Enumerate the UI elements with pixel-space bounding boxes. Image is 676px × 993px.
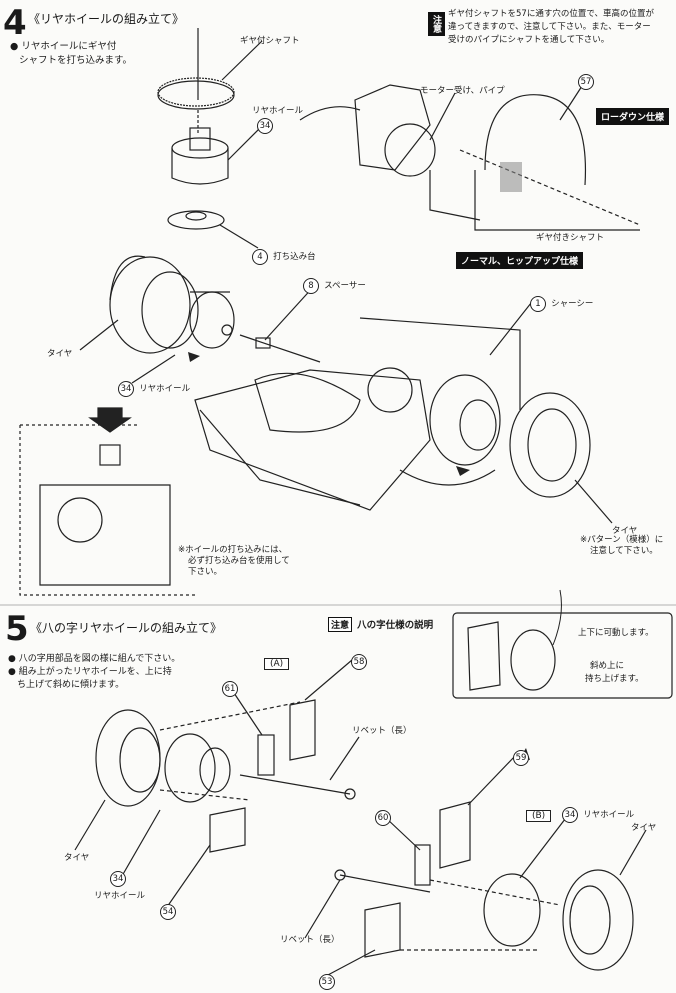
label-rear-wheel-b: リヤホイール (583, 810, 635, 820)
label-tire-left: タイヤ (47, 349, 73, 359)
inset-note: ※ホイールの打ち込みには、 必ず打ち込み台を使用して 下さい。 (178, 545, 290, 578)
part-4-number: 4 (252, 249, 268, 265)
step-5-instruction-line-1: 八の字用部品を図の様に組んで下さい。 (18, 654, 181, 664)
notice-line-1: ギヤ付シャフトを57に通す穴の位置で、車高の位置が (448, 9, 654, 19)
label-rear-wheel-a: リヤホイール (94, 891, 146, 901)
step-5-notice-title: 八の字仕様の説明 (357, 620, 434, 631)
normal-hipup-spec-badge: ノーマル、ヒップアップ仕様 (456, 252, 584, 269)
inset-note-line-2: 必ず打ち込み台を使用して (188, 556, 290, 566)
step-4-instruction: ● リヤホイールにギヤ付 シャフトを打ち込みます。 (10, 41, 133, 66)
step-4-instruction-line-2: シャフトを打ち込みます。 (19, 55, 133, 66)
part-58-callout: 58 (351, 654, 367, 670)
assembly-a-label: (A) (264, 658, 290, 670)
label-rear-wheel-lower: リヤホイール (139, 384, 191, 394)
part-53-callout: 53 (319, 974, 335, 990)
label-tire-b: タイヤ (631, 823, 657, 833)
label-spacer: スペーサー (324, 281, 366, 291)
part-57-callout: 57 (578, 74, 594, 90)
part-34a-callout: 34 (110, 871, 126, 887)
explain-lift-2: 持ち上げます。 (585, 674, 644, 684)
notice-badge: 注意 (428, 12, 445, 36)
label-rivet-long-a: リベット（長） (352, 726, 412, 736)
step-4-instruction-line-1: リヤホイールにギヤ付 (21, 41, 117, 52)
part-8-number: 8 (303, 278, 319, 294)
rear-wheel-b-callout: 34 リヤホイール (562, 802, 634, 823)
notice-line-3: 受けのパイプにシャフトを通して下さい。 (448, 35, 610, 45)
label-gear-shaft: ギヤ付シャフト (240, 36, 300, 46)
tread-note-line-1: ※パターン（模様）に (580, 535, 664, 545)
label-tire-a: タイヤ (64, 853, 90, 863)
spacer-callout: 8 スペーサー (303, 273, 366, 294)
step-5-number: 5 (5, 609, 29, 649)
step-5-instructions: ● 八の字用部品を図の様に組んで下さい。 ● 組み上がったリヤホイールを、上に持… (8, 654, 181, 690)
part-61-callout: 61 (222, 681, 238, 697)
part-54-callout: 54 (160, 904, 176, 920)
tread-note-line-2: 注意して下さい。 (590, 546, 658, 556)
step-5-title: 《八の字リヤホイールの組み立て》 (30, 621, 223, 635)
step-4-number: 4 (3, 3, 27, 43)
tread-note: ※パターン（模様）に 注意して下さい。 (580, 535, 663, 557)
part-34-lower-number: 34 (118, 381, 134, 397)
inset-note-line-1: ※ホイールの打ち込みには、 (178, 545, 288, 555)
label-chassis: シャーシー (551, 299, 594, 309)
label-rear-wheel: リヤホイール (252, 106, 304, 116)
part-60-callout: 60 (375, 810, 391, 826)
label-hammer-base: 打ち込み台 (273, 252, 316, 262)
notice-line-2: 違ってきますので、注意して下さい。また、モーター (448, 22, 651, 32)
label-tire-right: タイヤ (612, 526, 638, 536)
label-rivet-long-b: リベット（長） (280, 935, 340, 945)
label-gear-shaft-2: ギヤ付きシャフト (536, 233, 605, 243)
chassis-callout: 1 シャーシー (530, 291, 593, 312)
step-5-instruction-line-2: 組み上がったリヤホイールを、上に持 (18, 667, 172, 677)
part-34-callout: 34 (257, 118, 273, 134)
explain-lift-1: 斜め上に (590, 661, 625, 671)
assembly-b-label: (B) (526, 810, 552, 822)
part-34b-number: 34 (562, 807, 578, 823)
step-4-title: 《リヤホイールの組み立て》 (28, 12, 185, 26)
step-5-notice-badge: 注意 (328, 617, 353, 632)
part-1-number: 1 (530, 296, 546, 312)
step-5-notice-header: 注意 八の字仕様の説明 (328, 613, 433, 632)
explain-movable: 上下に可動します。 (578, 628, 654, 638)
part-59-callout: 59 (513, 750, 529, 766)
inset-note-line-3: 下さい。 (188, 567, 223, 577)
step-5-instruction-line-3: ち上げて斜めに傾けます。 (17, 680, 125, 690)
hammer-base-callout: 4 打ち込み台 (252, 244, 316, 265)
label-motor-mount-pipe: モーター受け、パイプ (420, 86, 505, 96)
lowdown-spec-badge: ローダウン仕様 (596, 108, 670, 125)
rear-wheel-lower-callout: 34 リヤホイール (118, 376, 190, 397)
